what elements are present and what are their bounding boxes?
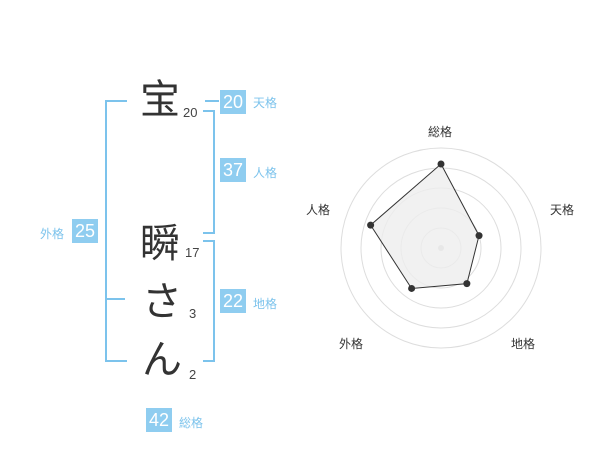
jinkaku-value-badge: 37	[220, 158, 246, 182]
stroke-count-4: 2	[189, 367, 197, 382]
stroke-count-1: 20	[183, 105, 198, 120]
radar-series-polygon	[369, 163, 480, 290]
jinkaku-bracket	[203, 110, 215, 234]
name-char-2: 瞬	[140, 221, 180, 267]
radar-label-soukaku: 総格	[428, 125, 453, 139]
gaikaku-mid-tick	[105, 298, 125, 300]
gaikaku-value-badge: 25	[72, 219, 98, 243]
chikaku-label: 地格	[253, 297, 278, 311]
soukaku-value-badge: 42	[146, 408, 172, 432]
stroke-count-2: 17	[185, 245, 200, 260]
tenkaku-bracket	[205, 100, 219, 102]
radar-point-2	[475, 232, 483, 240]
jinkaku-label: 人格	[253, 166, 278, 180]
gaikaku-label: 外格	[40, 227, 65, 241]
stroke-count-3: 3	[189, 306, 197, 321]
radar-point-3	[463, 280, 471, 288]
chikaku-bracket	[203, 240, 215, 362]
soukaku-label: 総格	[179, 416, 204, 430]
name-char-3: さ	[142, 279, 182, 325]
radar-label-jinkaku: 人格	[306, 203, 331, 217]
name-char-4: ん	[142, 337, 182, 383]
name-char-1: 宝	[140, 77, 180, 123]
radar-point-4	[408, 284, 416, 292]
radar-label-gaikaku: 外格	[339, 337, 364, 351]
gaikaku-bracket	[105, 100, 127, 362]
chikaku-value-badge: 22	[220, 289, 246, 313]
radar-label-tenkaku: 天格	[550, 203, 575, 217]
radar-point-1	[437, 160, 445, 168]
tenkaku-label: 天格	[253, 96, 278, 110]
tenkaku-value-badge: 20	[220, 90, 246, 114]
radar-grid-ring	[340, 147, 542, 349]
radar-point-5	[367, 221, 375, 229]
radar-label-chikaku: 地格	[511, 337, 536, 351]
